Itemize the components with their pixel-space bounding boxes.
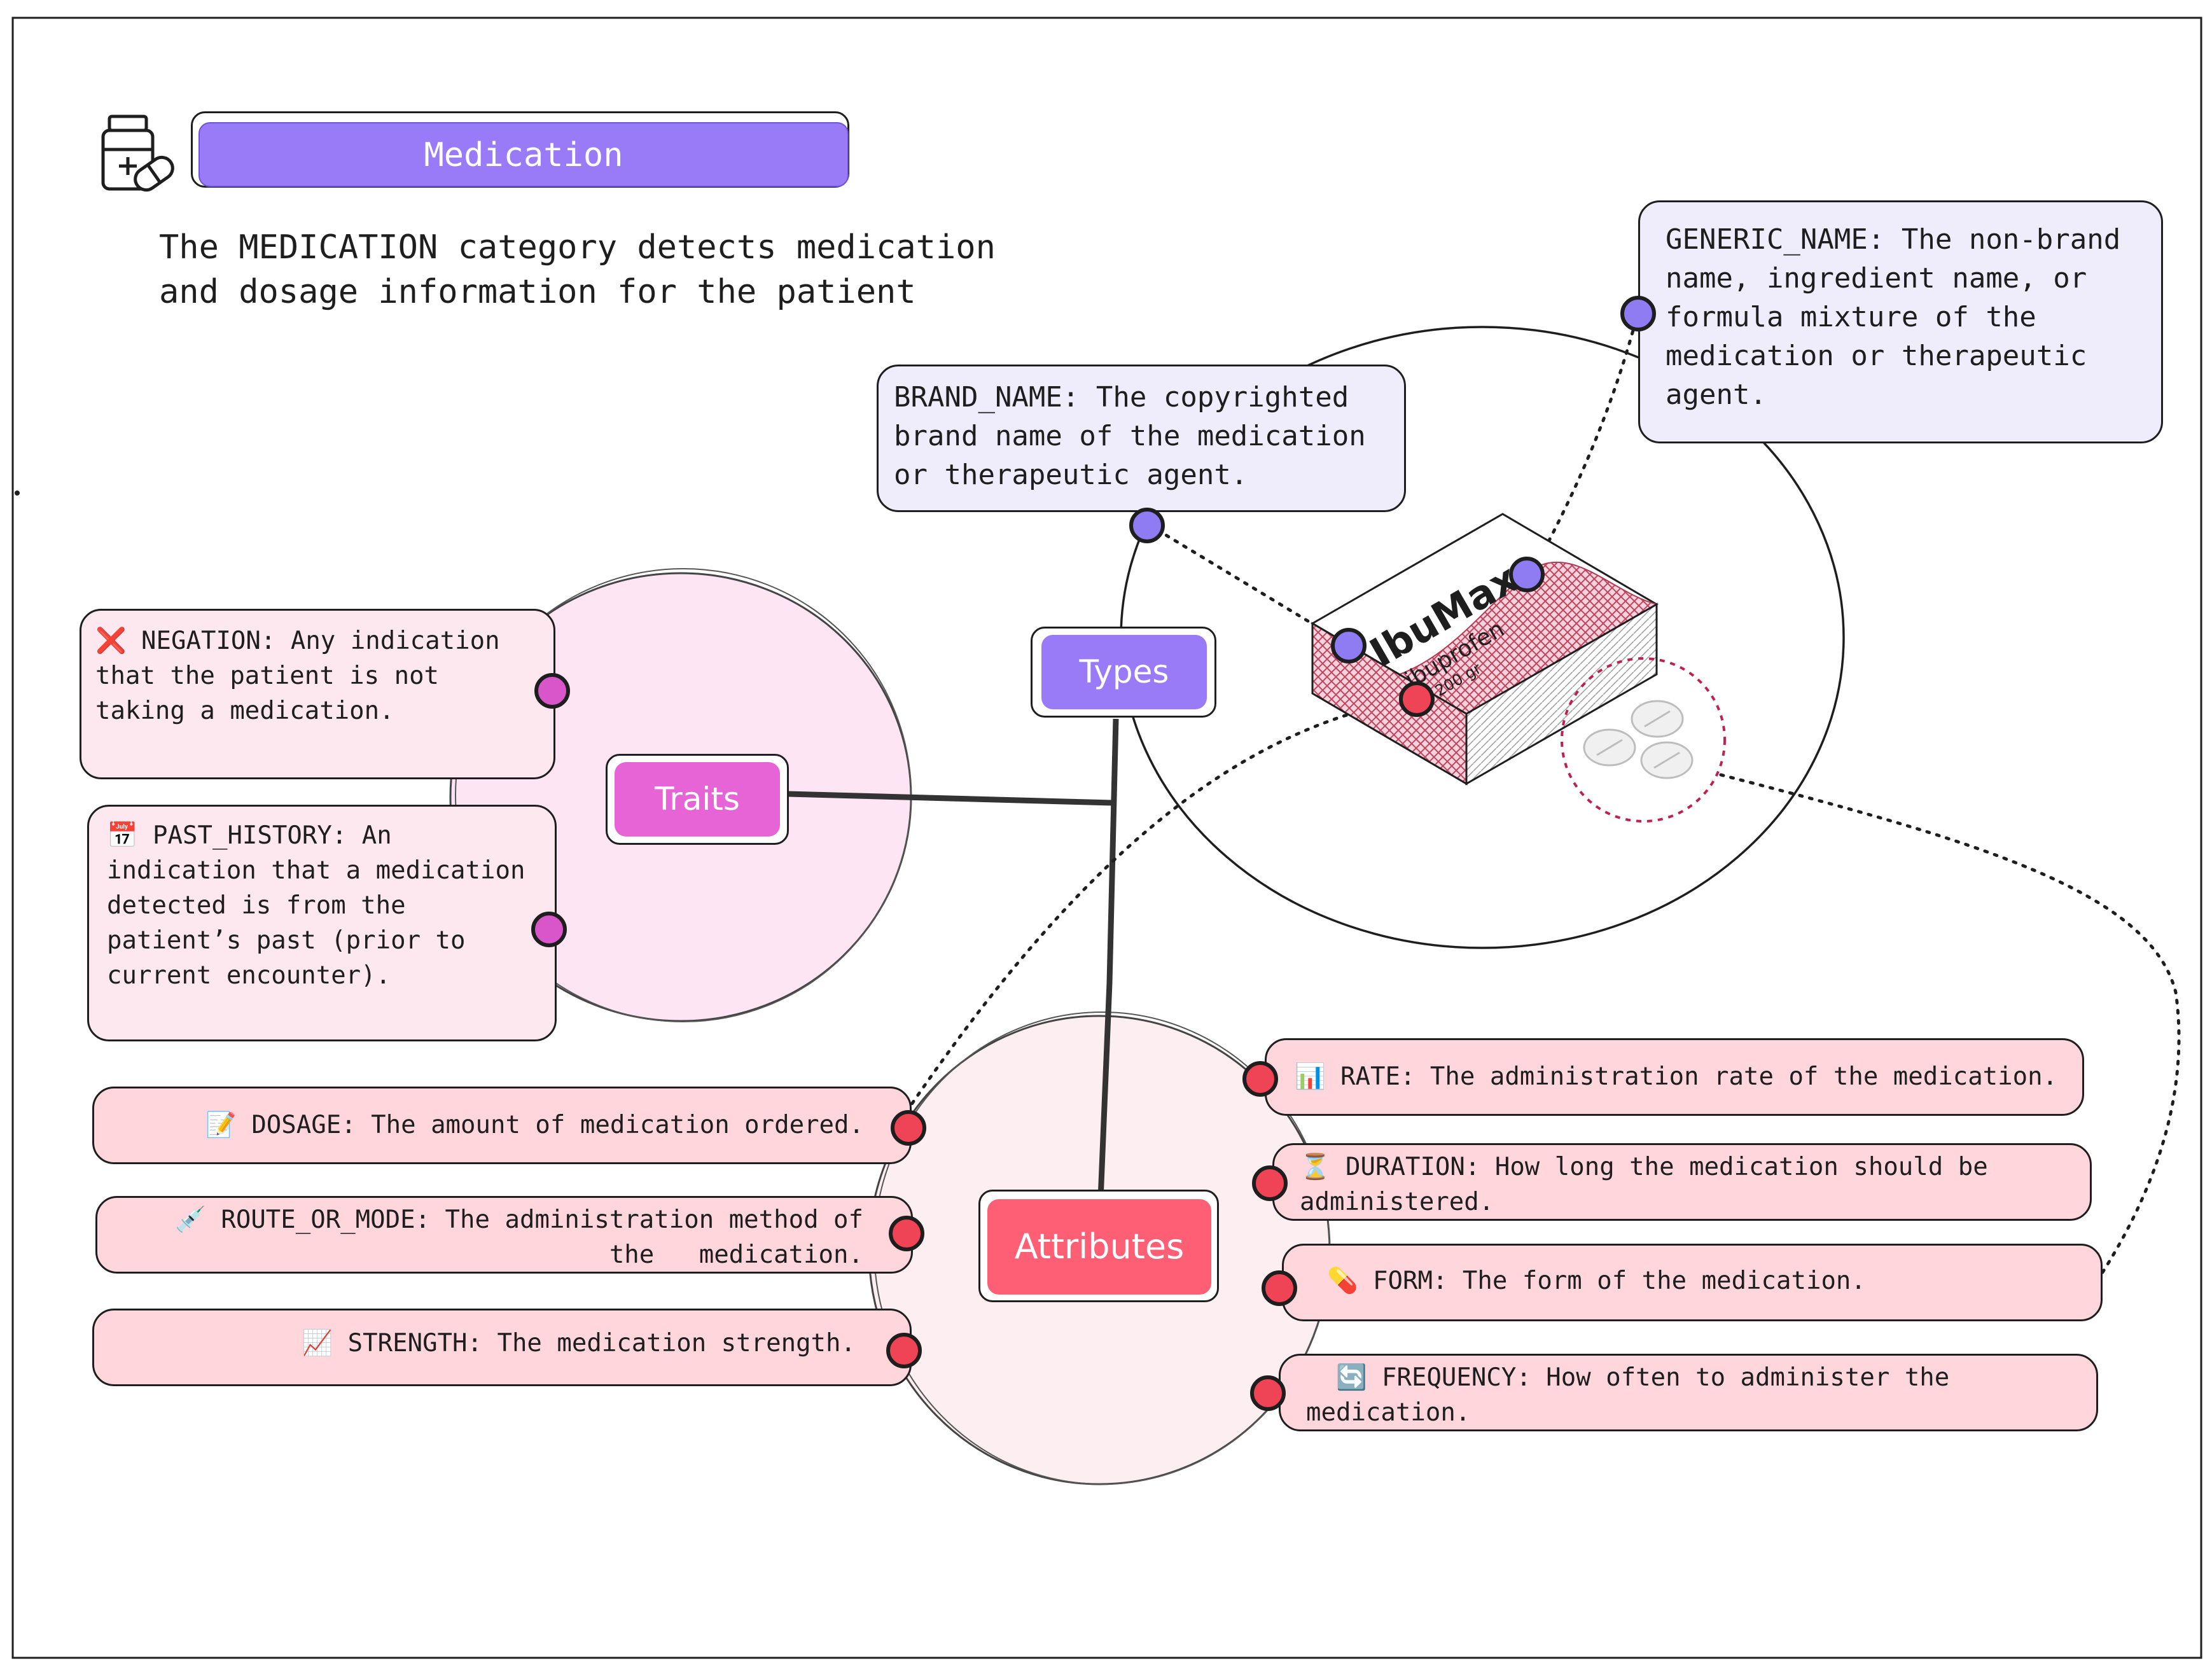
brand-name-connector-dot [1129,508,1165,543]
chart-increasing-icon: 📈 [302,1329,333,1358]
types-hub: Types [1041,635,1207,709]
route-or-mode-line: the medication. [609,1241,863,1269]
syringe-icon: 💉 [175,1206,206,1234]
box-generic-anchor-dot [1331,628,1367,664]
past-history-line: detected is from the [107,891,406,920]
traits-hub: Traits [615,762,780,837]
strength-card: 📈 STRENGTH: The medication strength. [92,1309,912,1386]
generic-name-line: medication or therapeutic [1666,340,2087,372]
brand-name-line: brand name of the medication [894,420,1366,452]
route-or-mode-connector-dot [889,1216,924,1251]
hub-connector-types [1097,718,1119,1200]
route-or-mode-line: ROUTE_OR_MODE: The administration method… [221,1206,863,1234]
category-description-line1: The MEDICATION category detects medicati… [159,228,996,267]
duration-line: DURATION: How long the medication should… [1346,1153,1988,1181]
outer-frame [11,17,2202,1659]
generic-name-line: name, ingredient name, or [1666,262,2087,295]
bar-chart-icon: 📊 [1295,1062,1326,1091]
pill-icon: 💊 [1327,1267,1358,1295]
generic-name-line: agent. [1666,379,1767,411]
refresh-arrows-icon: 🔄 [1335,1363,1367,1392]
box-right-side [1465,602,1658,786]
past-history-line: patient’s past (prior to [107,926,466,955]
form-card: 💊 FORM: The form of the medication. [1282,1244,2103,1321]
pills-dashed-circle [1561,657,1726,823]
hub-connector-traits [787,791,1113,806]
frequency-line: medication. [1306,1398,1471,1427]
medicine-bottle-pill-icon [101,115,174,192]
form-text: FORM: The form of the medication. [1373,1267,1866,1295]
frequency-card: 🔄 FREQUENCY: How often to administer the… [1279,1354,2098,1431]
duration-line: administered. [1300,1188,1494,1216]
dosage-card: 📝 DOSAGE: The amount of medication order… [92,1087,912,1164]
dotted-form-link [1719,773,2181,1274]
duration-connector-dot [1252,1165,1288,1201]
dosage-text: DOSAGE: The amount of medication ordered… [251,1111,864,1139]
brand-name-line: BRAND_NAME: The copyrighted [894,381,1349,414]
strength-connector-dot [886,1333,922,1368]
strength-text: STRENGTH: The medication strength. [347,1329,856,1358]
form-connector-dot [1262,1270,1297,1306]
negation-card: ❌ NEGATION: Any indication that the pati… [80,609,555,779]
past-history-card: 📅 PAST_HISTORY: An indication that a med… [87,805,557,1041]
negation-connector-dot [534,673,570,709]
past-history-connector-dot [531,912,567,947]
duration-card: ⏳ DURATION: How long the medication shou… [1272,1143,2092,1221]
past-history-line: indication that a medication [107,856,525,885]
past-history-line: current encounter). [107,961,391,990]
medication-box-illustration: IbuMax ibuprofen 200 gr [1311,513,1659,786]
past-history-line: PAST_HISTORY: An [153,821,392,850]
brand-name-line: or therapeutic agent. [894,459,1248,491]
memo-icon: 📝 [205,1111,237,1139]
brand-name-card: BRAND_NAME: The copyrighted brand name o… [877,365,1406,512]
route-or-mode-card: 💉 ROUTE_OR_MODE: The administration meth… [95,1196,913,1274]
dotted-generic-link [1528,310,1640,578]
generic-name-card: GENERIC_NAME: The non-brand name, ingred… [1638,200,2163,443]
generic-name-connector-dot [1620,296,1656,331]
box-dosage-anchor-dot [1399,681,1435,717]
dotted-dosage-link [908,697,1417,1109]
calendar-icon: 📅 [107,821,138,850]
cross-mark-icon: ❌ [95,627,127,655]
hourglass-icon: ⏳ [1300,1153,1331,1181]
generic-name-line: formula mixture of the [1666,301,2036,333]
rate-text: RATE: The administration rate of the med… [1340,1062,2058,1091]
rate-card: 📊 RATE: The administration rate of the m… [1265,1038,2084,1116]
box-brand-anchor-dot [1509,557,1545,592]
pills-illustration [1561,657,1726,823]
stray-dot [15,490,20,496]
generic-name-line: GENERIC_NAME: The non-brand [1666,223,2121,256]
frequency-line: FREQUENCY: How often to administer the [1382,1363,1950,1392]
negation-line: taking a medication. [95,697,394,725]
negation-line: NEGATION: Any indication [141,627,500,655]
dosage-connector-dot [891,1110,926,1146]
attributes-hub: Attributes [987,1199,1211,1295]
category-description-line2: and dosage information for the patient [159,273,916,311]
rate-connector-dot [1242,1061,1278,1097]
negation-line: that the patient is not [95,662,440,690]
frequency-connector-dot [1250,1375,1286,1411]
header-title: Medication [198,122,849,187]
